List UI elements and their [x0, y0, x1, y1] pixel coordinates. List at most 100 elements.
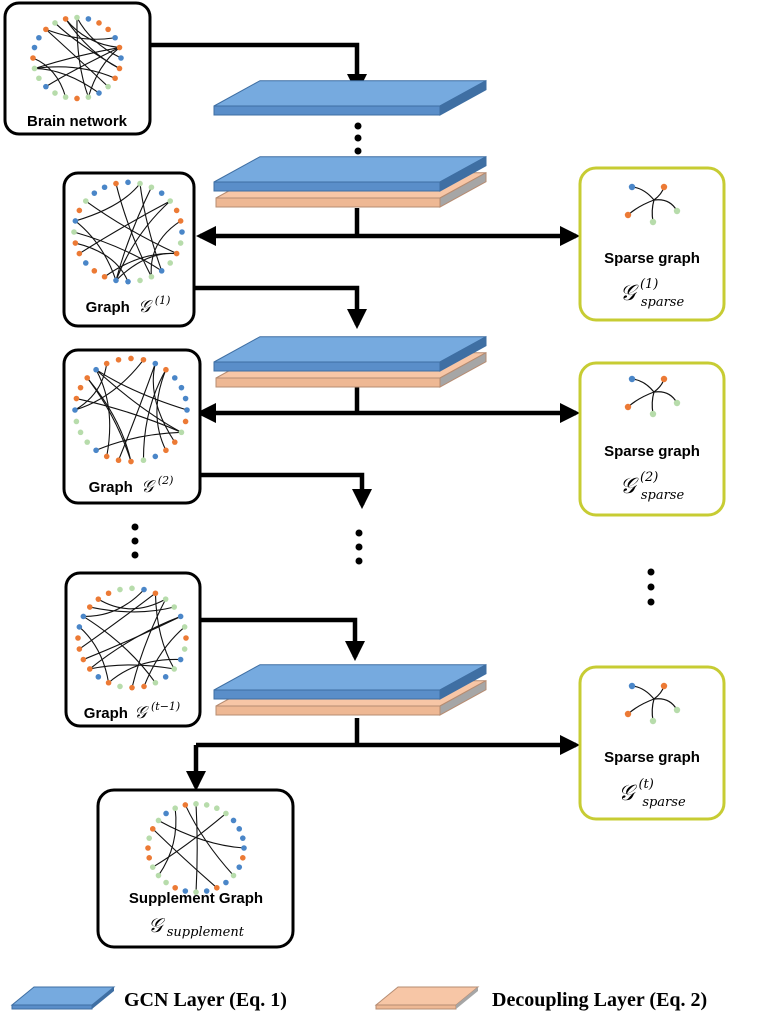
graph-node [223, 879, 229, 886]
graph-box-t-minus-1: Graph 𝒢 (t−1) [64, 571, 202, 728]
graph-2-sup: (2) [158, 474, 174, 487]
graph-node [76, 207, 83, 214]
graph-node [36, 34, 42, 41]
graph-edge [158, 808, 177, 876]
svg-text:Graph 𝒢 (t−1): Graph 𝒢 (t−1) [84, 700, 180, 723]
graph-node [128, 355, 134, 362]
graph-node [178, 429, 185, 436]
graph-node [152, 590, 159, 597]
sparse-graph-box-2: Sparse graph 𝒢 (2) sparse [578, 361, 726, 517]
graph-node [101, 273, 108, 280]
graph-node [649, 410, 657, 418]
graph-node [673, 207, 681, 215]
legend-gcn-swatch [10, 986, 116, 1010]
graph-edge [143, 626, 186, 687]
graph-node [673, 706, 681, 714]
graph-node [86, 604, 93, 610]
graph-node [181, 646, 188, 652]
graph-edge [75, 242, 129, 282]
graph-node [113, 277, 119, 284]
graph-edge [45, 28, 116, 40]
graph-node [181, 624, 188, 630]
graph-node [171, 439, 178, 445]
graph-edge [152, 828, 218, 889]
graph-1-sup: (1) [155, 294, 171, 307]
graph-node [75, 635, 81, 641]
graph-node [36, 75, 42, 82]
graph-node [112, 75, 118, 82]
graph-edge [152, 813, 227, 868]
graph-node [155, 872, 162, 879]
svg-text:𝒢 (1) sparse: 𝒢 (1) sparse [620, 275, 685, 310]
graph-node [624, 710, 632, 718]
svg-text:Graph 𝒢 (1): Graph 𝒢 (1) [86, 294, 171, 317]
network-graph-icon [30, 14, 124, 102]
svg-text:𝒢 (2) sparse: 𝒢 (2) sparse [620, 468, 685, 503]
graph-node [74, 95, 80, 102]
graph-node [77, 384, 84, 391]
graph-edge [154, 593, 175, 670]
graph-node [182, 888, 189, 894]
graph-node [239, 855, 246, 861]
graph-edge [54, 22, 120, 69]
graph-node [93, 366, 99, 373]
graph-node [171, 666, 178, 672]
graph-node [84, 375, 91, 381]
graph-node [660, 375, 668, 383]
graph-node [77, 429, 84, 436]
graph-node [43, 83, 49, 90]
supplement-label: Supplement Graph [129, 890, 263, 907]
graph-node [141, 683, 147, 690]
graph-edge [152, 363, 176, 443]
graph-node [30, 55, 36, 61]
graph-node [105, 679, 112, 686]
sparse-graph-icon [624, 682, 681, 725]
graph-edge [83, 589, 145, 617]
graph-node [184, 407, 190, 413]
graph-node [141, 586, 147, 593]
graph-node [115, 457, 122, 464]
sparse-graph-icon [624, 183, 681, 226]
graph-edge [98, 598, 166, 610]
graph-edge [139, 183, 163, 272]
graph-node [128, 458, 134, 465]
graph-node [76, 250, 83, 257]
svg-text:𝒢 (t) sparse: 𝒢 (t) sparse [618, 775, 686, 810]
graph-node [163, 810, 169, 817]
brain-network-box: Brain network [3, 1, 152, 136]
graph-node [230, 872, 237, 879]
graph-edge [75, 183, 141, 222]
graph-tm1-symbol: 𝒢 [134, 703, 149, 723]
graph-node [167, 260, 174, 266]
graph-node [117, 683, 123, 690]
graph-edge [89, 606, 175, 613]
sparse-t-symbol: 𝒢 [618, 781, 637, 806]
graph-node [152, 360, 159, 367]
graph-box-2: Graph 𝒢 (2) [62, 348, 202, 505]
graph-node [112, 34, 118, 41]
sparse-1-sub: sparse [641, 295, 685, 310]
graph-node [62, 16, 69, 22]
graph-edge [79, 592, 156, 650]
graph-2-symbol: 𝒢 [141, 477, 156, 497]
graph-node [85, 16, 92, 22]
layers [213, 79, 487, 716]
graph-edge [195, 803, 198, 893]
network-graph-icon [75, 585, 189, 691]
graph-box-1: Graph 𝒢 (1) [62, 171, 196, 328]
graph-node [74, 14, 80, 21]
graph-node [82, 260, 89, 266]
graph-edge [83, 615, 181, 661]
graph-node [171, 375, 178, 381]
graph-node [162, 674, 169, 680]
graph-node [214, 884, 220, 891]
graph-1-label: Graph [86, 299, 130, 316]
graph-node [182, 395, 189, 402]
graph-node [129, 585, 135, 592]
graph-edge [184, 804, 234, 876]
gcn-layer-2 [213, 335, 487, 372]
graph-node [95, 596, 102, 602]
sparse-2-sub: sparse [641, 488, 685, 503]
brain-network-label: Brain network [27, 113, 128, 130]
sparse-graph-box-1: Sparse graph 𝒢 (1) sparse [578, 166, 726, 322]
